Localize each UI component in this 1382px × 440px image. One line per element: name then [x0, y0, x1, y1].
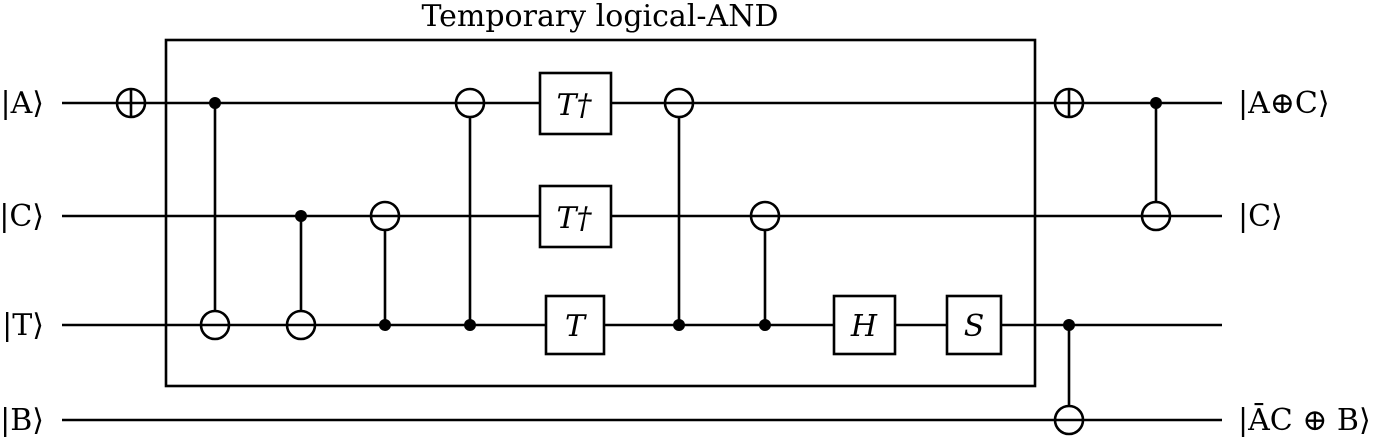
- t-dagger-gate-c: T†: [538, 184, 613, 249]
- h-gate-t: H: [832, 294, 897, 356]
- svg-text:H: H: [850, 309, 878, 344]
- output-label-a: |A⊕C⟩: [1238, 86, 1330, 121]
- svg-text:S: S: [964, 309, 985, 344]
- x-gate-a: [115, 87, 147, 119]
- control-dot: [209, 97, 221, 109]
- output-label-c: |C⟩: [1238, 199, 1283, 234]
- control-dot: [464, 319, 476, 331]
- diagram-title: Temporary logical-AND: [421, 0, 778, 34]
- cnot-a-to-t: [199, 97, 231, 341]
- svg-text:T†: T†: [556, 88, 592, 123]
- cnot-t-to-c-second: [749, 200, 781, 331]
- x-gate-a-after: [1053, 87, 1085, 119]
- input-label-c: |C⟩: [0, 199, 44, 234]
- s-gate-t: S: [945, 294, 1003, 356]
- control-dot: [295, 210, 307, 222]
- cnot-t-to-b: [1053, 319, 1085, 436]
- control-dot: [1150, 97, 1162, 109]
- svg-text:T†: T†: [556, 201, 592, 236]
- control-dot: [1063, 319, 1075, 331]
- cnot-c-to-t: [285, 210, 317, 341]
- cnot-t-to-a: [454, 87, 486, 331]
- t-gate-t: T: [544, 294, 606, 356]
- svg-text:T: T: [565, 309, 587, 344]
- control-dot: [673, 319, 685, 331]
- output-label-b: |ĀC ⊕ B⟩: [1238, 403, 1371, 438]
- cnot-t-to-a-second: [663, 87, 695, 331]
- input-label-a: |A⟩: [1, 86, 44, 121]
- cnot-a-to-c: [1140, 97, 1172, 232]
- t-dagger-gate-a: T†: [538, 71, 613, 136]
- cnot-t-to-c: [369, 200, 401, 331]
- input-label-t: |T⟩: [2, 308, 44, 343]
- control-dot: [379, 319, 391, 331]
- input-label-b: |B⟩: [0, 403, 44, 438]
- control-dot: [759, 319, 771, 331]
- logical-and-block: [164, 38, 1037, 388]
